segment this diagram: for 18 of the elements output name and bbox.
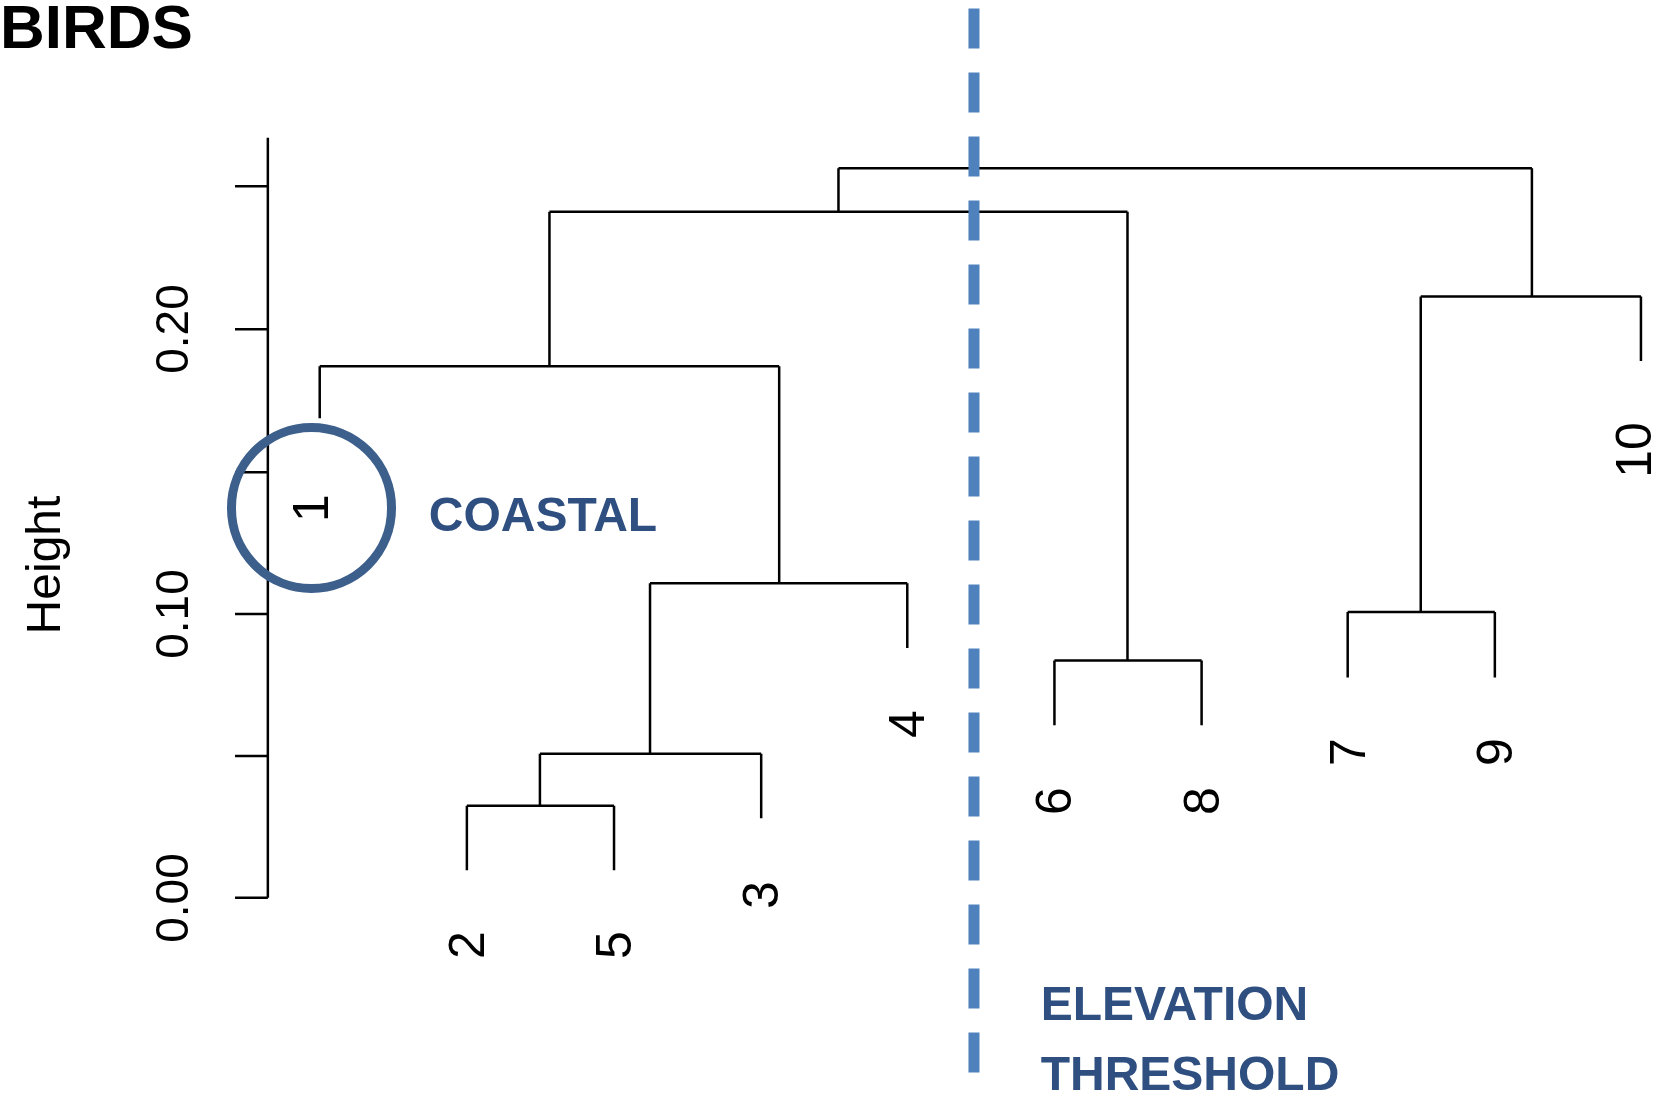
leaf-label: 10 xyxy=(1608,422,1659,478)
leaf-label: 8 xyxy=(1176,787,1227,816)
tick-label: 0.10 xyxy=(148,569,195,659)
annotation-text: COASTAL xyxy=(428,486,658,543)
leaf-label: 1 xyxy=(286,494,337,523)
tick-label: 0.00 xyxy=(148,853,195,943)
tick-label: 0.20 xyxy=(148,284,195,374)
leaf-label: 2 xyxy=(441,931,492,960)
leaf-label: 3 xyxy=(736,880,787,909)
axis-title: Height xyxy=(20,495,69,635)
annotation-text: ELEVATION THRESHOLD xyxy=(1040,975,1341,1102)
leaf-label: 4 xyxy=(882,710,933,739)
leaf-label: 6 xyxy=(1029,787,1080,816)
leaf-label: 9 xyxy=(1469,737,1520,766)
leaf-label: 5 xyxy=(589,931,639,960)
leaf-label: 7 xyxy=(1322,737,1373,766)
highlight-circle xyxy=(226,423,396,593)
title: BIRDS xyxy=(0,0,193,58)
